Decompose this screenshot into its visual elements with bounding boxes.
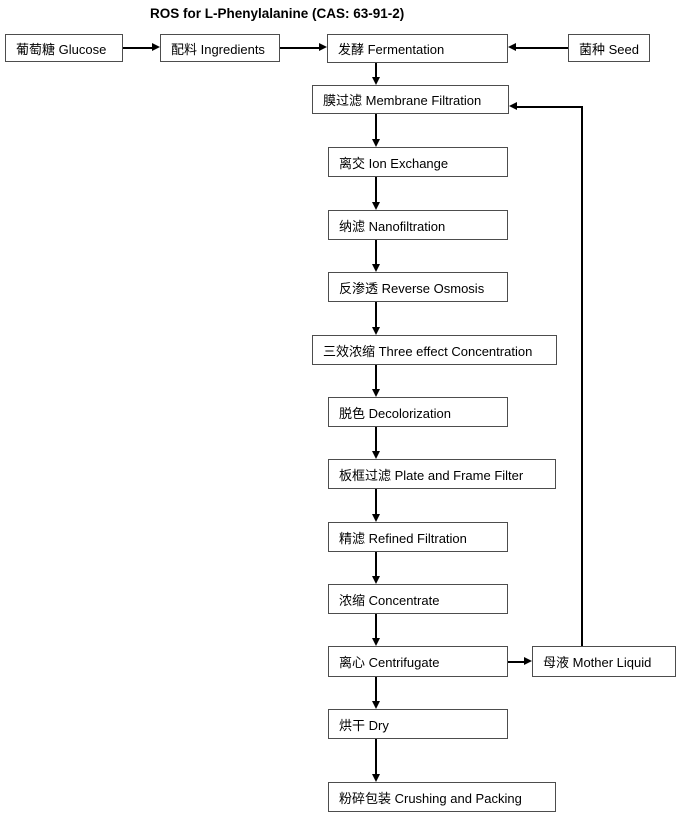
edge-fermentation-to-membrane-arrowhead-icon: [372, 77, 380, 85]
edge-ion-to-nano-line: [375, 177, 377, 202]
edge-refined-to-concentrate-arrowhead-icon: [372, 576, 380, 584]
node-mother-liquid: 母液 Mother Liquid: [532, 646, 676, 677]
edge-fermentation-to-membrane-line: [375, 63, 377, 77]
edge-dry-to-crushing-line: [375, 739, 377, 774]
node-refined-filtration: 精滤 Refined Filtration: [328, 522, 508, 552]
edge-concentrate-to-centrifugate-arrowhead-icon: [372, 638, 380, 646]
node-seed: 菌种 Seed: [568, 34, 650, 62]
node-reverse-osmosis: 反渗透 Reverse Osmosis: [328, 272, 508, 302]
node-glucose: 葡萄糖 Glucose: [5, 34, 123, 62]
node-nanofiltration: 纳滤 Nanofiltration: [328, 210, 508, 240]
edge-membrane-to-ion-arrowhead-icon: [372, 139, 380, 147]
node-ion-exchange: 离交 Ion Exchange: [328, 147, 508, 177]
edge-ro-to-threeeffect-arrowhead-icon: [372, 327, 380, 335]
edge-decolor-to-plate-arrowhead-icon: [372, 451, 380, 459]
edge-concentrate-to-centrifugate-line: [375, 614, 377, 638]
edge-plate-to-refined-arrowhead-icon: [372, 514, 380, 522]
edge-membrane-to-ion-line: [375, 114, 377, 139]
edge-glucose-to-ingredients-line: [123, 47, 153, 49]
node-three-effect-concentration: 三效浓缩 Three effect Concentration: [312, 335, 557, 365]
node-membrane-filtration: 膜过滤 Membrane Filtration: [312, 85, 509, 114]
edge-plate-to-refined-line: [375, 489, 377, 514]
edge-centrifugate-to-motherliquid-arrowhead-icon: [524, 657, 532, 665]
edge-ingredients-to-fermentation-line: [280, 47, 319, 49]
node-fermentation: 发酵 Fermentation: [327, 34, 508, 63]
node-dry: 烘干 Dry: [328, 709, 508, 739]
edge-glucose-to-ingredients-arrowhead-icon: [152, 43, 160, 51]
edge-dry-to-crushing-arrowhead-icon: [372, 774, 380, 782]
edge-centrifugate-to-dry-line: [375, 677, 377, 701]
edge-centrifugate-to-dry-arrowhead-icon: [372, 701, 380, 709]
edge-nano-to-ro-arrowhead-icon: [372, 264, 380, 272]
edge-motherliquid-recycle-arrowhead-icon: [509, 102, 517, 110]
edge-decolor-to-plate-line: [375, 427, 377, 451]
edge-seed-to-fermentation-arrowhead-icon: [508, 43, 516, 51]
node-decolorization: 脱色 Decolorization: [328, 397, 508, 427]
edge-ro-to-threeeffect-line: [375, 302, 377, 327]
edge-threeeffect-to-decolor-line: [375, 365, 377, 389]
diagram-title: ROS for L-Phenylalanine (CAS: 63-91-2): [150, 6, 405, 21]
edge-nano-to-ro-line: [375, 240, 377, 264]
node-ingredients: 配料 Ingredients: [160, 34, 280, 62]
edge-motherliquid-recycle-vertical-line: [581, 106, 583, 646]
edge-centrifugate-to-motherliquid-line: [508, 661, 524, 663]
edge-refined-to-concentrate-line: [375, 552, 377, 576]
node-centrifugate: 离心 Centrifugate: [328, 646, 508, 677]
edge-ingredients-to-fermentation-arrowhead-icon: [319, 43, 327, 51]
node-crushing-and-packing: 粉碎包装 Crushing and Packing: [328, 782, 556, 812]
edge-threeeffect-to-decolor-arrowhead-icon: [372, 389, 380, 397]
edge-seed-to-fermentation-line: [516, 47, 568, 49]
node-plate-and-frame-filter: 板框过滤 Plate and Frame Filter: [328, 459, 556, 489]
edge-ion-to-nano-arrowhead-icon: [372, 202, 380, 210]
node-concentrate: 浓缩 Concentrate: [328, 584, 508, 614]
edge-motherliquid-recycle-horizontal-line: [517, 106, 583, 108]
